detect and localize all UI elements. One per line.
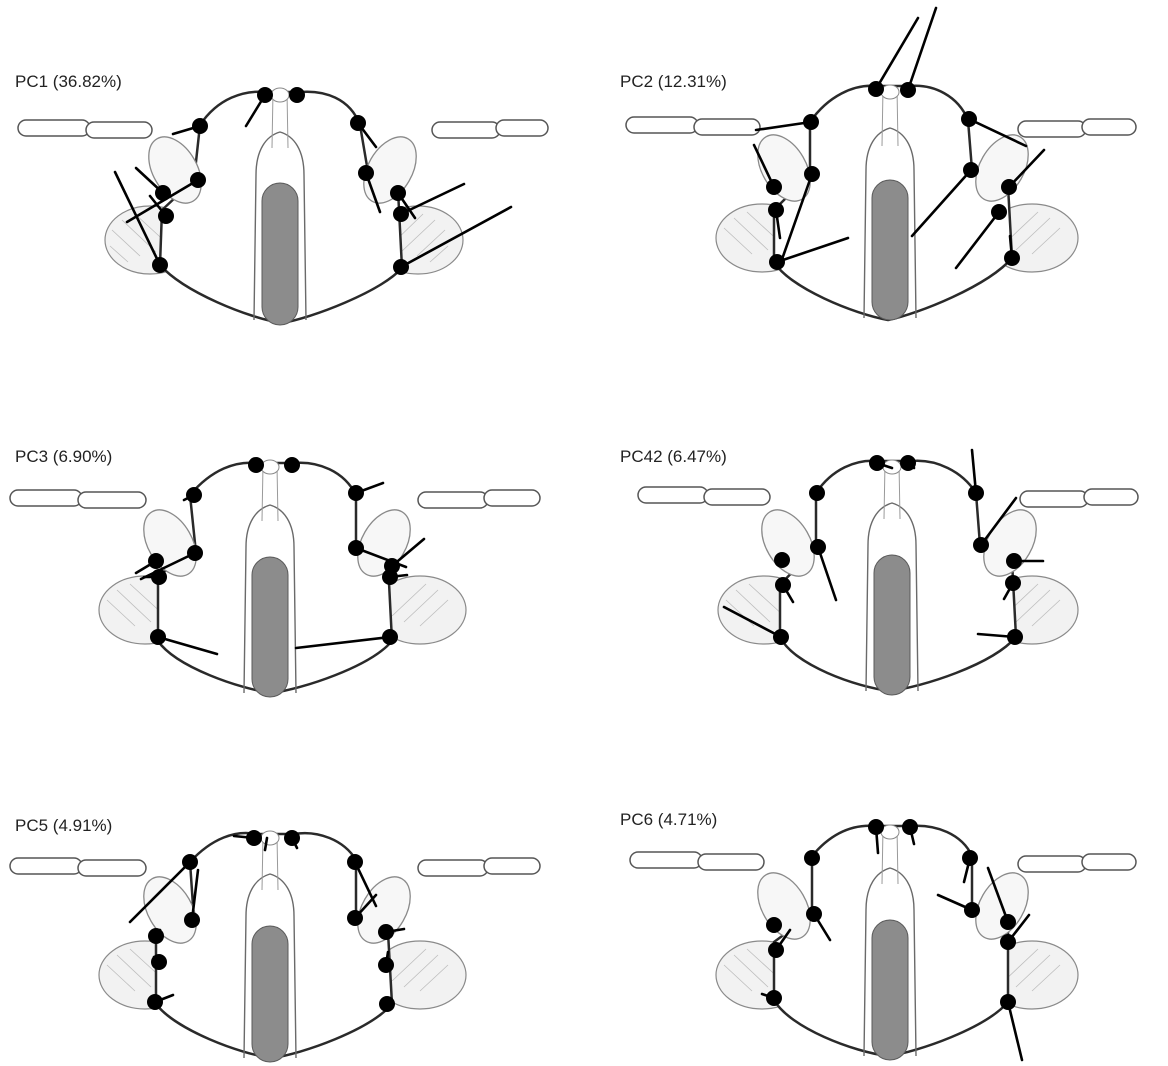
head-diagram	[0, 355, 584, 710]
panel-pc3: PC3 (6.90%)	[0, 355, 584, 710]
panel-pc5: PC5 (4.91%)	[0, 710, 584, 1065]
head-diagram	[584, 0, 1168, 355]
panel-pc42: PC42 (6.47%)	[584, 355, 1168, 710]
head-drawing	[10, 831, 540, 1062]
head-diagram	[584, 710, 1168, 1066]
head-drawing	[638, 460, 1138, 695]
head-drawing	[18, 88, 548, 325]
head-drawing	[630, 825, 1136, 1060]
head-drawing	[626, 85, 1136, 320]
head-diagram	[584, 355, 1168, 710]
head-drawing	[10, 460, 540, 697]
head-diagram	[0, 710, 584, 1066]
panel-pc6: PC6 (4.71%)	[584, 710, 1168, 1065]
panel-pc2: PC2 (12.31%)	[584, 0, 1168, 355]
head-diagram	[0, 0, 584, 355]
panel-pc1: PC1 (36.82%)	[0, 0, 584, 355]
